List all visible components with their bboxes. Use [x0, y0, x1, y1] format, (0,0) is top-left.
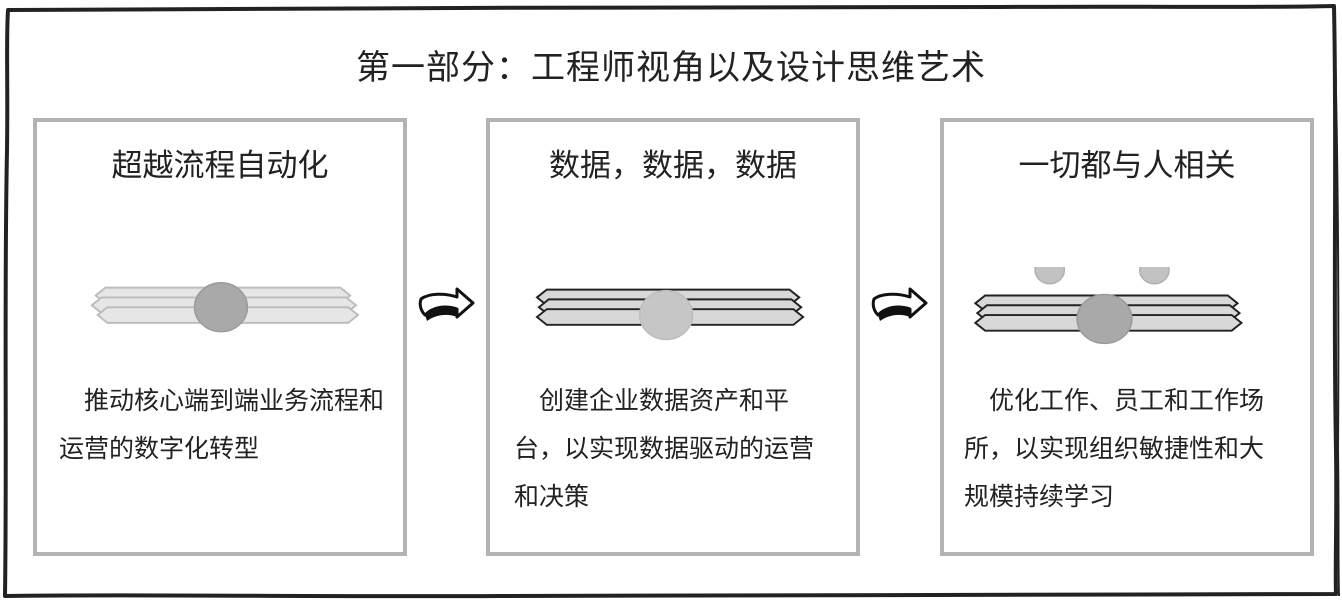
panel-process-automation: 超越流程自动化 推动核心端到端业务流程和运营的数字化转型 [33, 118, 407, 556]
panel-heading: 一切都与人相关 [1018, 148, 1236, 184]
panel-heading: 数据，数据，数据 [549, 148, 797, 184]
panel-data: 数据，数据，数据 创建企业数据资产和平台，以实现数据驱动的运营和决策 [486, 118, 860, 556]
panel-heading: 超越流程自动化 [111, 148, 329, 184]
page-title: 第一部分：工程师视角以及设计思维艺术 [356, 48, 986, 88]
panel-description: 优化工作、员工和工作场所，以实现组织敏捷性和大规模持续学习 [964, 386, 1265, 511]
panel-description: 创建企业数据资产和平台，以实现数据驱动的运营和决策 [514, 386, 815, 511]
curved-arrow-icon [418, 287, 475, 321]
panel-people: 一切都与人相关 优化工作、员工和工作场所，以实现组织敏捷性和大规模持续学习 [940, 118, 1314, 556]
layered-bars-with-circle-icon [535, 288, 805, 341]
panel-description: 推动核心端到端业务流程和运营的数字化转型 [59, 386, 385, 463]
layered-bars-with-people-icon [973, 267, 1244, 345]
curved-arrow-icon [871, 287, 928, 321]
layered-bars-with-circle-icon [90, 282, 360, 333]
